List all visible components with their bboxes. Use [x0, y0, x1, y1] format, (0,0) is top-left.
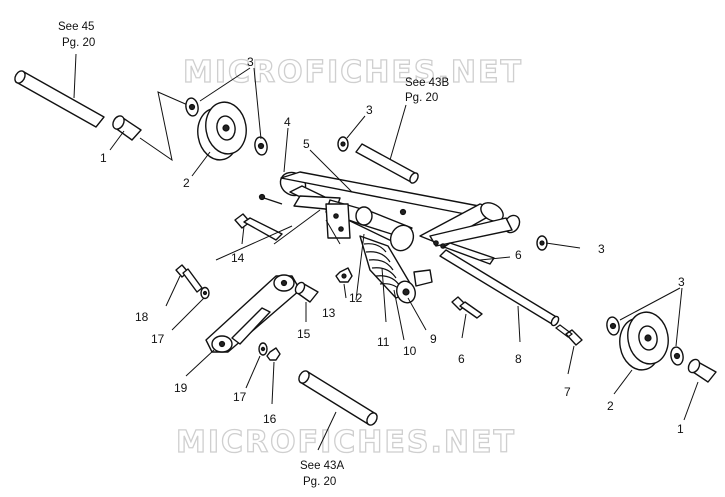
- callout-1-left: 1: [100, 151, 107, 165]
- upper-center-washer: [337, 136, 349, 152]
- callout-7: 7: [564, 385, 571, 399]
- bolt-18: [175, 264, 203, 293]
- nut-13: [335, 267, 353, 283]
- link-arm-19: [205, 274, 301, 353]
- callout-1-right: 1: [677, 422, 684, 436]
- callout-13: 13: [322, 306, 336, 320]
- callout-11: 11: [377, 335, 390, 349]
- left-long-shaft: [14, 70, 105, 128]
- callout-numbers: 1 2 3 3 3 3 4 5 6 6 7 8 9 10 11 12 13 14…: [100, 55, 685, 436]
- svg-text:Pg. 20: Pg. 20: [303, 476, 336, 488]
- bolt-14: [234, 213, 283, 241]
- callout-10: 10: [403, 344, 417, 358]
- right-washer-upper: [536, 235, 548, 251]
- washer-17-upper: [200, 286, 210, 300]
- callout-8: 8: [515, 352, 522, 366]
- callout-6-lower: 6: [458, 352, 465, 366]
- shaft-8: [439, 249, 560, 327]
- svg-text:Pg. 20: Pg. 20: [62, 37, 95, 49]
- callout-17-lower: 17: [233, 390, 247, 404]
- callout-12: 12: [349, 291, 363, 305]
- callout-4: 4: [284, 115, 291, 129]
- callout-3-top: 3: [247, 55, 254, 69]
- right-idler-wheel: [619, 311, 669, 371]
- callout-5: 5: [303, 137, 310, 151]
- left-leader-zigzag: [139, 91, 191, 162]
- left-idler-wheel: [197, 101, 247, 161]
- callout-3-right-upper: 3: [598, 242, 605, 256]
- swing-arm-frame: [279, 171, 521, 252]
- svg-text:See 45: See 45: [58, 21, 94, 33]
- svg-text:Pg. 20: Pg. 20: [405, 92, 438, 104]
- nut-16: [266, 347, 281, 361]
- svg-text:See 43A: See 43A: [300, 460, 344, 472]
- svg-text:See 43B: See 43B: [405, 77, 449, 89]
- callout-15: 15: [297, 327, 311, 341]
- callout-16: 16: [263, 412, 277, 426]
- callout-17-upper: 17: [151, 332, 165, 346]
- reference-see43a: See 43A Pg. 20: [300, 460, 344, 488]
- pin-15: [294, 281, 319, 303]
- lower-shaft-43a: [298, 370, 378, 426]
- bolt-7: [555, 324, 583, 346]
- bolt-6-lower: [451, 296, 483, 319]
- washer-17-lower: [258, 342, 268, 356]
- right-bushing: [687, 358, 717, 383]
- callout-2-right: 2: [607, 399, 614, 413]
- callout-19: 19: [174, 381, 188, 395]
- watermark-bottom: MICROFICHES.NET: [176, 425, 516, 460]
- reference-see45: See 45 Pg. 20: [58, 21, 95, 49]
- left-washer-upper: [185, 97, 199, 117]
- right-washer-lower: [606, 316, 620, 336]
- callout-6-upper: 6: [515, 248, 522, 262]
- callout-3-right-lower: 3: [678, 275, 685, 289]
- callout-9: 9: [430, 332, 437, 346]
- right-washer-small: [670, 346, 684, 366]
- leader-lines: [73, 53, 699, 451]
- callout-18: 18: [135, 310, 149, 324]
- left-washer-lower: [254, 136, 268, 156]
- frame-screw: [258, 193, 283, 205]
- callout-14: 14: [231, 251, 245, 265]
- watermark-top: MICROFICHES.NET: [183, 55, 523, 90]
- shock-spring-assembly: [359, 235, 433, 304]
- upper-center-shaft: [355, 143, 419, 184]
- bolt-6-upper: [443, 242, 495, 265]
- callout-3-mid: 3: [366, 103, 373, 117]
- left-bushing: [112, 115, 142, 141]
- callout-2-left: 2: [183, 176, 190, 190]
- reference-see43b: See 43B Pg. 20: [405, 77, 449, 104]
